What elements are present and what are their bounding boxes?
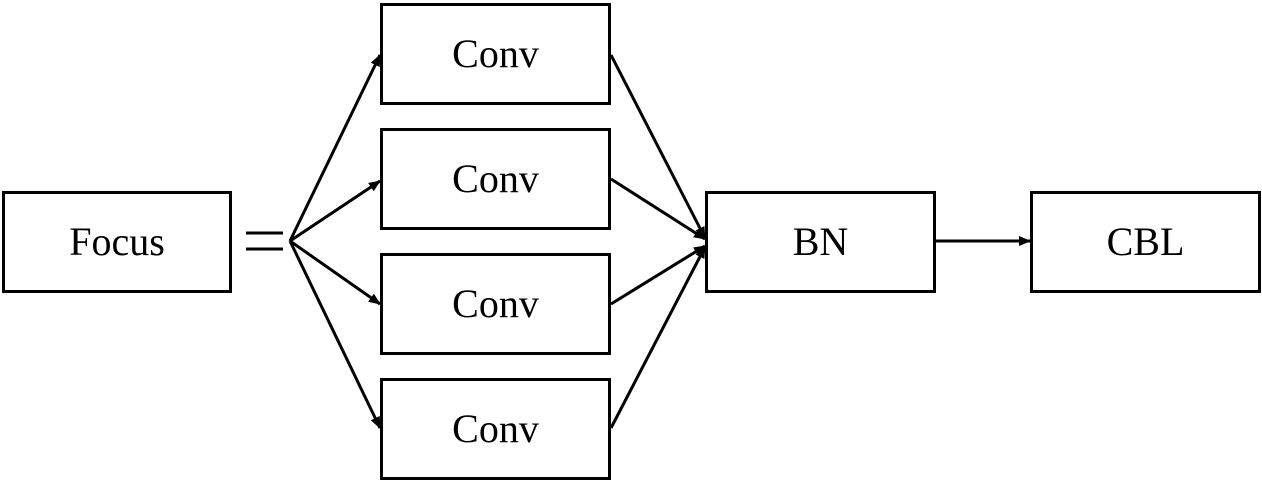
conv-node-label: Conv	[452, 31, 539, 76]
cbl-node: CBL	[1030, 191, 1261, 293]
equals-sign	[246, 231, 283, 251]
arrow-conv-4-to-bn	[609, 246, 707, 429]
bn-node-label: BN	[792, 219, 849, 264]
conv-node-2: Conv	[380, 128, 611, 230]
arrow-conv-1-to-bn	[609, 54, 707, 239]
arrow-split-to-conv-1	[288, 54, 382, 242]
cbl-node-label: CBL	[1106, 219, 1185, 264]
arrow-conv-3-to-bn	[610, 244, 706, 306]
arrow-split-to-conv-4	[288, 240, 382, 429]
bn-node: BN	[705, 191, 936, 293]
arrow-split-to-conv-3	[289, 239, 381, 306]
focus-node-label: Focus	[69, 219, 165, 264]
conv-node-label: Conv	[452, 406, 539, 451]
conv-node-label: Conv	[452, 156, 539, 201]
conv-node-3: Conv	[380, 253, 611, 355]
arrow-split-to-conv-2	[289, 179, 381, 243]
arrow-conv-2-to-bn	[610, 177, 706, 241]
conv-node-label: Conv	[452, 281, 539, 326]
conv-node-1: Conv	[380, 3, 611, 105]
conv-node-4: Conv	[380, 378, 611, 480]
focus-node: Focus	[2, 191, 232, 293]
